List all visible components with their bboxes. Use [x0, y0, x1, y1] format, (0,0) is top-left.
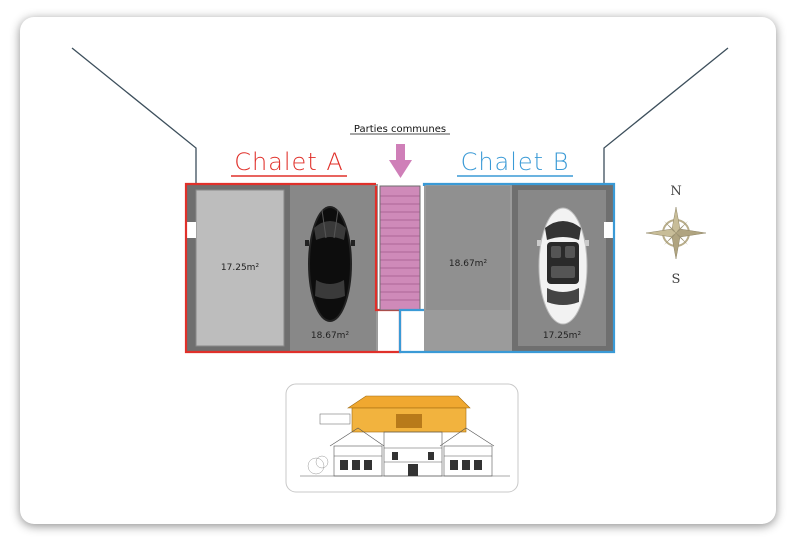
chalet-b-room-area: 18.67m² — [449, 259, 488, 269]
compass-south-label: S — [672, 272, 681, 287]
chalet-a-garage-area: 18.67m² — [311, 331, 350, 341]
white-car-topview-icon — [537, 207, 589, 325]
building-elevation-illustration — [285, 383, 519, 493]
compass-rose-icon — [645, 206, 707, 260]
black-car-topview-icon — [305, 206, 355, 322]
compass-north-label: N — [670, 184, 681, 199]
common-staircase — [379, 185, 421, 311]
common-areas-label: Parties communes — [354, 124, 446, 135]
chalet-a-room-area: 17.25m² — [221, 263, 260, 273]
down-arrow-icon — [389, 144, 412, 178]
chalet-a-title: Chalet A — [234, 148, 344, 176]
chalet-b-title: Chalet B — [461, 148, 570, 176]
chalet-a-plan: 17.25m² 18.67m² — [184, 182, 402, 354]
site-boundary-lines — [71, 47, 729, 183]
chalet-b-garage-area: 17.25m² — [543, 331, 582, 341]
